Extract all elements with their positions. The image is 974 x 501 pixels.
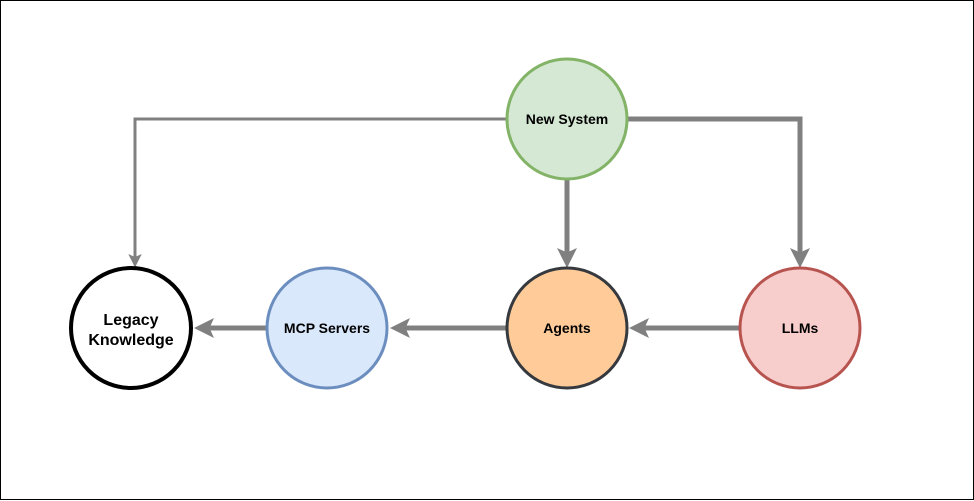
node-legacy-knowledge[interactable]: Legacy Knowledge bbox=[69, 266, 193, 390]
llms-label: LLMs bbox=[782, 320, 819, 336]
mcp-servers-label: MCP Servers bbox=[284, 320, 370, 336]
new-system-circle bbox=[505, 57, 629, 181]
edge-new-system-to-legacy-knowledge bbox=[128, 117, 506, 268]
node-new-system[interactable]: New System bbox=[505, 57, 629, 181]
agents-circle bbox=[505, 266, 629, 390]
legacy-knowledge-label-line1: Legacy bbox=[103, 312, 158, 329]
legacy-knowledge-label-line2: Knowledge bbox=[88, 332, 173, 349]
agents-label: Agents bbox=[543, 320, 591, 336]
node-mcp-servers[interactable]: MCP Servers bbox=[265, 266, 389, 390]
node-agents[interactable]: Agents bbox=[505, 266, 629, 390]
node-llms[interactable]: LLMs bbox=[738, 266, 862, 390]
new-system-label: New System bbox=[526, 111, 608, 127]
edge-new-system-to-llms bbox=[628, 116, 810, 269]
mcp-servers-circle bbox=[265, 266, 389, 390]
llms-circle bbox=[738, 266, 862, 390]
legacy-knowledge-circle bbox=[69, 266, 193, 390]
